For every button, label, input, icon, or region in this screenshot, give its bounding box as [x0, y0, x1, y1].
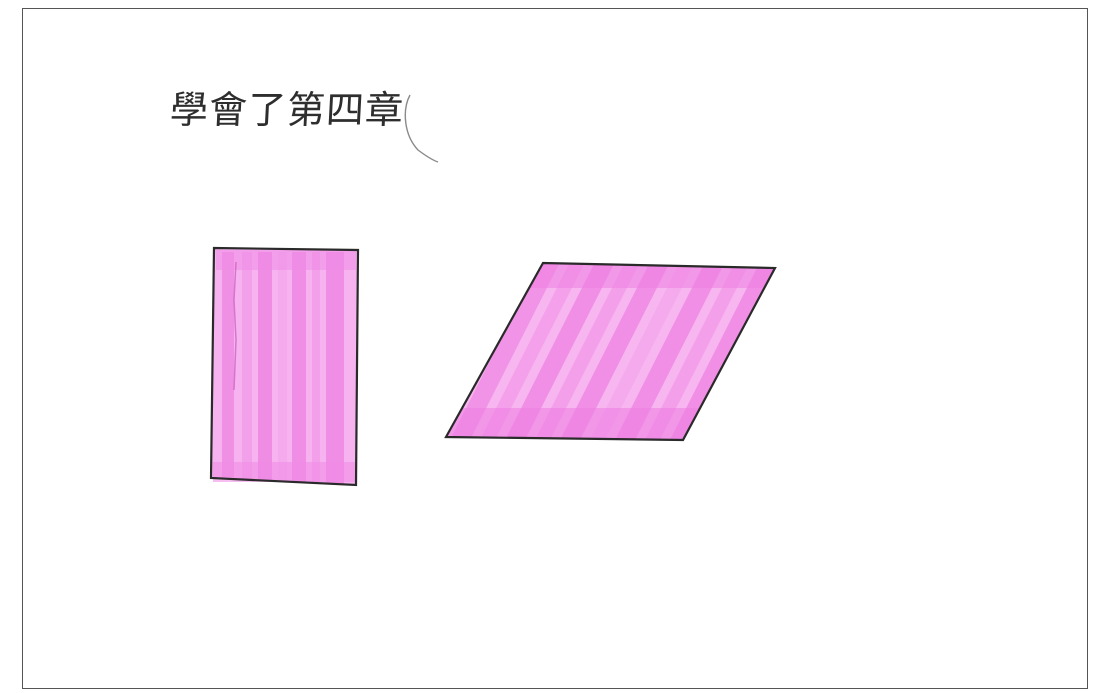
pink-parallelogram: [444, 261, 777, 442]
pink-rectangle: [209, 246, 360, 487]
pencil-stroke: [404, 94, 439, 163]
